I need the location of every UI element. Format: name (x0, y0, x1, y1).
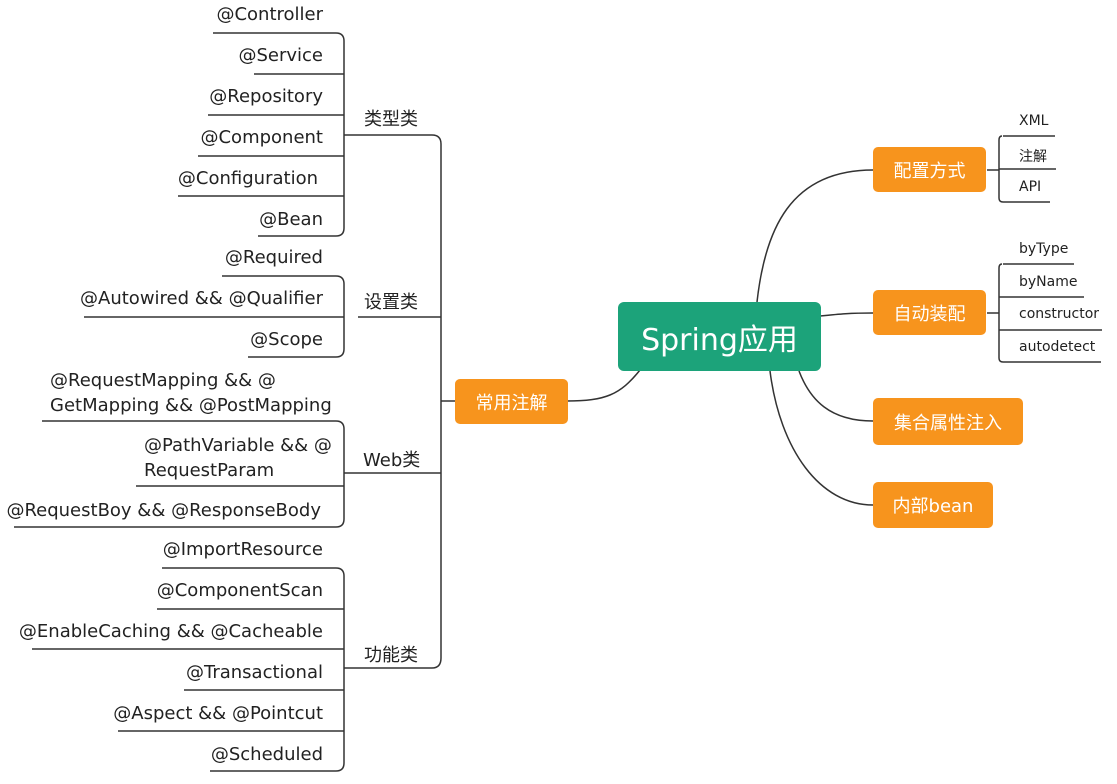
type-item[interactable]: @Controller (216, 4, 323, 25)
common-annotations-label: 常用注解 (475, 392, 548, 414)
autowire-item[interactable]: constructor (1019, 306, 1100, 322)
connector-root-left (566, 369, 641, 402)
connector-root-inner (769, 370, 874, 506)
func-item[interactable]: @EnableCaching && @Cacheable (18, 621, 323, 642)
collection-injection-label: 集合属性注入 (894, 412, 1002, 434)
func-item[interactable]: @Transactional (185, 662, 323, 683)
root-label: Spring应用 (641, 322, 798, 358)
func-item[interactable]: @Aspect && @Pointcut (113, 703, 323, 724)
config-method-label: 配置方式 (893, 160, 966, 182)
type-item[interactable]: @Component (200, 127, 323, 148)
web-item-text: @RequestMapping && @ GetMapping && @Post… (50, 370, 332, 416)
category-setting[interactable]: 设置类 (364, 292, 418, 313)
setting-item[interactable]: @Scope (250, 329, 323, 350)
web-item[interactable]: @RequestMapping && @ GetMapping && @Post… (50, 368, 340, 418)
setting-item[interactable]: @Autowired && @Qualifier (80, 288, 323, 309)
bracket-func (162, 567, 345, 772)
category-type[interactable]: 类型类 (364, 109, 418, 130)
config-item[interactable]: API (1019, 179, 1042, 195)
func-item[interactable]: @ComponentScan (156, 580, 323, 601)
type-item[interactable]: @Configuration (177, 168, 318, 189)
autowire-item[interactable]: byName (1019, 274, 1078, 290)
func-item[interactable]: @ImportResource (162, 539, 323, 560)
web-item[interactable]: @RequestBoy && @ResponseBody (6, 500, 321, 521)
autowire-item[interactable]: byType (1019, 241, 1069, 257)
inner-bean-label: 内部bean (892, 496, 974, 517)
category-func[interactable]: 功能类 (364, 645, 418, 666)
connector-root-autowire (819, 312, 874, 317)
config-item[interactable]: XML (1019, 113, 1049, 129)
type-item[interactable]: @Bean (259, 209, 323, 230)
bracket-web (14, 420, 345, 528)
autowire-label: 自动装配 (893, 303, 966, 325)
func-item[interactable]: @Scheduled (210, 744, 323, 765)
bracket-config (998, 135, 1056, 203)
type-item[interactable]: @Repository (209, 86, 323, 107)
autowire-node[interactable]: 自动装配 (873, 290, 986, 335)
config-item[interactable]: 注解 (1019, 149, 1047, 165)
autowire-item[interactable]: autodetect (1019, 339, 1096, 355)
category-web[interactable]: Web类 (363, 450, 421, 471)
connector-root-collection (798, 370, 874, 422)
connector-root-config (756, 169, 874, 303)
web-item[interactable]: @PathVariable && @ RequestParam (144, 433, 340, 483)
type-item[interactable]: @Service (238, 45, 323, 66)
setting-item[interactable]: @Required (224, 247, 323, 268)
config-method-node[interactable]: 配置方式 (873, 147, 986, 192)
collection-injection-node[interactable]: 集合属性注入 (873, 398, 1023, 445)
common-annotations-node[interactable]: 常用注解 (455, 379, 568, 424)
inner-bean-node[interactable]: 内部bean (873, 482, 993, 528)
web-item-text: @PathVariable && @ RequestParam (144, 435, 332, 481)
root-node[interactable]: Spring应用 (618, 302, 821, 371)
connector-trunk (358, 134, 442, 669)
bracket-autowire (998, 263, 1102, 363)
